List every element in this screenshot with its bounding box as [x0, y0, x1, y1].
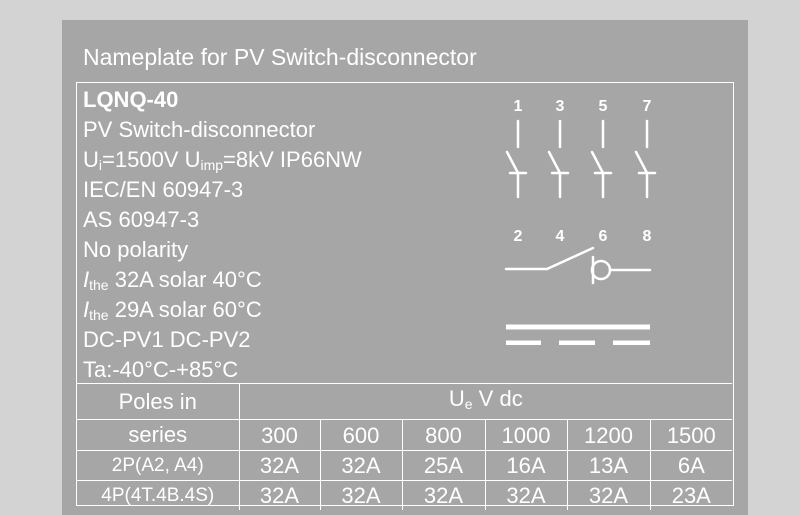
- current-cell: 25A: [401, 450, 486, 481]
- switch-pole: [590, 119, 613, 199]
- current-cell: 32A: [238, 480, 321, 510]
- terminal-label-top: 5: [599, 98, 608, 115]
- standard-iec: IEC/EN 60947-3: [83, 177, 244, 202]
- spec-block: LQNQ-40 PV Switch-disconnector Ui=1500V …: [83, 85, 362, 385]
- poles-header: Poles in: [77, 383, 240, 420]
- current-cell: 32A: [319, 450, 403, 481]
- nameplate-frame: LQNQ-40 PV Switch-disconnector Ui=1500V …: [76, 82, 734, 510]
- table-row: 4P(4T.4B.4S) 32A 32A 32A 32A 32A 23A: [77, 480, 733, 510]
- current-cell: 32A: [566, 480, 651, 510]
- current-cell: 32A: [238, 450, 321, 481]
- terminal-label-top: 1: [514, 98, 523, 115]
- voltage-cell: 1500: [649, 419, 733, 451]
- terminal-label-top: 7: [643, 98, 652, 115]
- terminal-label-bottom: 6: [599, 228, 608, 245]
- plate-title: Nameplate for PV Switch-disconnector: [83, 44, 477, 70]
- terminal-label-top: 3: [556, 98, 565, 115]
- voltage-cell: 1200: [566, 419, 651, 451]
- current-cell: 23A: [649, 480, 733, 510]
- voltage-cell: 1000: [484, 419, 568, 451]
- utilization-categories: DC-PV1 DC-PV2: [83, 327, 251, 352]
- thermal-current-60: Ithe 29A solar 60°C: [83, 297, 262, 323]
- voltage-cell: 600: [319, 419, 403, 451]
- switch-pole: [634, 119, 657, 199]
- device-type: PV Switch-disconnector: [83, 117, 316, 142]
- nameplate: Nameplate for PV Switch-disconnector LQN…: [62, 20, 748, 515]
- current-cell: 13A: [566, 450, 651, 481]
- switch-pole: [547, 119, 570, 199]
- switch-schematic: 1 3 5 7 2 4 6 8: [504, 98, 657, 345]
- standard-as: AS 60947-3: [83, 207, 200, 232]
- voltage-cell: 800: [401, 419, 486, 451]
- terminal-label-bottom: 4: [556, 228, 565, 245]
- ambient-temperature: Ta:-40°C-+85°C: [83, 357, 239, 382]
- table-row: 2P(A2, A4) 32A 32A 25A 16A 13A 6A: [77, 450, 733, 481]
- model-number: LQNQ-40: [83, 87, 179, 112]
- current-rating-table: Poles in Ue V dc series 300 600 800 1000…: [77, 383, 733, 510]
- terminal-label-bottom: 8: [643, 228, 652, 245]
- pole-config-label: 4P(4T.4B.4S): [77, 480, 240, 510]
- polarity: No polarity: [83, 237, 189, 262]
- switch-pole: [505, 119, 528, 199]
- terminal-label-bottom: 2: [514, 228, 523, 245]
- poles-header: series: [77, 419, 240, 451]
- voltage-cell: 300: [238, 419, 321, 451]
- pole-config-label: 2P(A2, A4): [77, 450, 240, 481]
- current-cell: 32A: [319, 480, 403, 510]
- manual-operator-symbol: [504, 246, 652, 285]
- current-cell: 6A: [649, 450, 733, 481]
- current-cell: 16A: [484, 450, 568, 481]
- dc-symbol: [506, 324, 650, 345]
- current-cell: 32A: [401, 480, 486, 510]
- voltage-rating: Ui=1500V Uimp=8kV IP66NW: [83, 147, 362, 173]
- thermal-current-40: Ithe 32A solar 40°C: [83, 267, 262, 293]
- current-cell: 32A: [484, 480, 568, 510]
- voltage-header: Ue V dc: [238, 383, 733, 420]
